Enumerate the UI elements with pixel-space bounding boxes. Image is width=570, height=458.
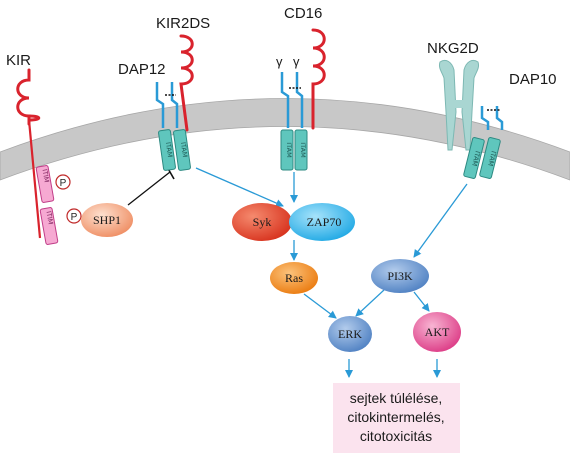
syk-node: [232, 203, 292, 241]
itam-motif-cd16-2: ITAM: [294, 129, 308, 171]
itim-motif-1: ITIM: [35, 165, 55, 203]
akt-label: AKT: [425, 325, 450, 339]
erk-label: ERK: [338, 327, 362, 341]
outcome-line-3: citotoxicitás: [360, 428, 432, 444]
outcome-line-2: citokintermelés,: [347, 409, 444, 425]
cd16-label: CD16: [284, 5, 322, 22]
phospho-badge-2: P: [66, 208, 82, 224]
inhibition-edge: [127, 171, 171, 206]
nkg2d-receptor: [439, 59, 479, 151]
itam-motif-dap10-2: ITAM: [479, 137, 501, 179]
kir2ds-receptor: [179, 34, 194, 132]
ras-node: [270, 262, 318, 294]
dap12-label: DAP12: [118, 61, 166, 78]
arrow-ras-to-erk: [303, 293, 337, 319]
svg-text:P: P: [60, 178, 67, 189]
shp1-label: SHP1: [93, 213, 121, 227]
svg-text:ITAM: ITAM: [285, 142, 293, 157]
itam-motif-dap12-1: ITAM: [158, 129, 176, 171]
akt-node: [413, 312, 461, 352]
arrow-pi3k-to-erk: [355, 289, 385, 317]
dap10-adaptor: [480, 106, 504, 130]
arrow-dap10-to-pi3k: [413, 183, 468, 258]
gamma-label-1: γ: [276, 54, 283, 69]
svg-text:ITAM: ITAM: [486, 150, 497, 167]
itam-motif-dap10-1: ITAM: [463, 137, 485, 179]
svg-text:ITAM: ITAM: [164, 142, 174, 158]
ras-label: Ras: [285, 271, 303, 285]
pi3k-node: [371, 259, 429, 293]
syk-label: Syk: [253, 215, 272, 229]
svg-text:ITAM: ITAM: [470, 150, 481, 167]
itam-motif-dap12-2: ITAM: [173, 129, 191, 171]
kir2ds-label: KIR2DS: [156, 15, 210, 32]
svg-text:ITAM: ITAM: [299, 142, 307, 157]
nkg2d-label: NKG2D: [427, 40, 479, 57]
arrow-dap12-to-syk: [195, 167, 284, 207]
svg-text:ITAM: ITAM: [179, 142, 189, 158]
kir-receptor: [16, 68, 42, 239]
arrow-pi3k-to-akt: [413, 291, 430, 312]
svg-text:ITIM: ITIM: [40, 168, 50, 183]
erk-node: [328, 316, 372, 352]
itim-motif-2: ITIM: [39, 207, 59, 245]
outcome-line-1: sejtek túlélése,: [350, 390, 443, 406]
svg-text:ITIM: ITIM: [44, 210, 54, 225]
pi3k-label: PI3K: [387, 269, 413, 283]
cd16-gamma-chains: [280, 72, 304, 128]
itam-motif-cd16-1: ITAM: [280, 129, 294, 171]
phospho-badge-1: P: [55, 174, 71, 190]
shp1-node: [81, 203, 133, 237]
svg-text:P: P: [71, 212, 78, 223]
zap70-label: ZAP70: [307, 215, 342, 229]
outcome-box: [333, 383, 460, 453]
kir-label: KIR: [6, 52, 31, 69]
cd16-receptor: [311, 28, 326, 130]
zap70-node: [289, 203, 355, 241]
dap10-label: DAP10: [509, 71, 557, 88]
dap12-adaptor: [155, 82, 179, 128]
gamma-label-2: γ: [293, 54, 300, 69]
